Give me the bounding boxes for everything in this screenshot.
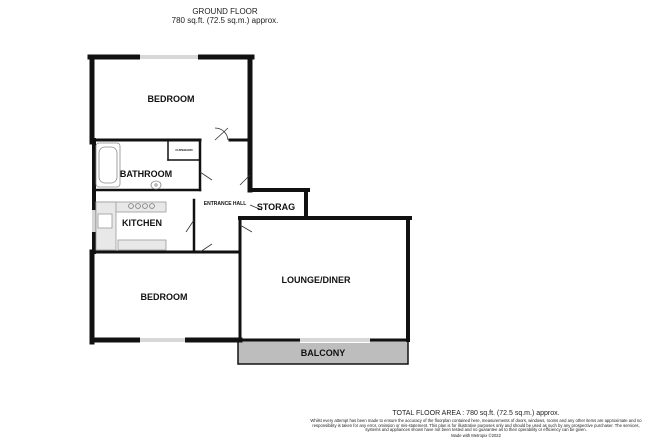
room-label-bedroom-top: BEDROOM <box>148 94 195 104</box>
windows <box>91 54 370 343</box>
room-label-entrance-hall: ENTRANCE HALL <box>204 201 247 207</box>
bathroom-fixtures <box>95 142 162 190</box>
room-label-storage: STORAG <box>257 202 295 212</box>
room-label-balcony: BALCONY <box>301 348 346 358</box>
total-floor-area: TOTAL FLOOR AREA : 780 sq.ft. (72.5 sq.m… <box>392 410 560 417</box>
room-label-bedroom-bottom: BEDROOM <box>141 292 188 302</box>
made-with-credit: Made with Metropix ©2022 <box>451 432 501 438</box>
floor-area-summary: 780 sq.ft. (72.5 sq.m.) approx. <box>171 16 279 25</box>
door-swings <box>185 127 263 253</box>
floor-header: GROUND FLOOR 780 sq.ft. (72.5 sq.m.) app… <box>0 7 450 25</box>
room-label-cupboard: CUPBOARD <box>175 148 193 152</box>
floorplan-footer: TOTAL FLOOR AREA : 780 sq.ft. (72.5 sq.m… <box>300 410 652 438</box>
bathtub-icon <box>95 142 121 188</box>
room-label-bathroom: BATHROOM <box>120 169 172 179</box>
room-label-kitchen: KITCHEN <box>122 218 162 228</box>
hob-icon <box>128 203 155 209</box>
floor-title: GROUND FLOOR <box>192 7 258 16</box>
kitchen-fixtures <box>95 201 167 251</box>
walls <box>87 54 412 345</box>
washbasin-icon <box>150 180 162 190</box>
room-label-lounge-diner: LOUNGE/DINER <box>281 275 351 285</box>
disclaimer-text: Whilst every attempt has been made to en… <box>310 418 642 433</box>
sink-icon <box>97 213 113 229</box>
